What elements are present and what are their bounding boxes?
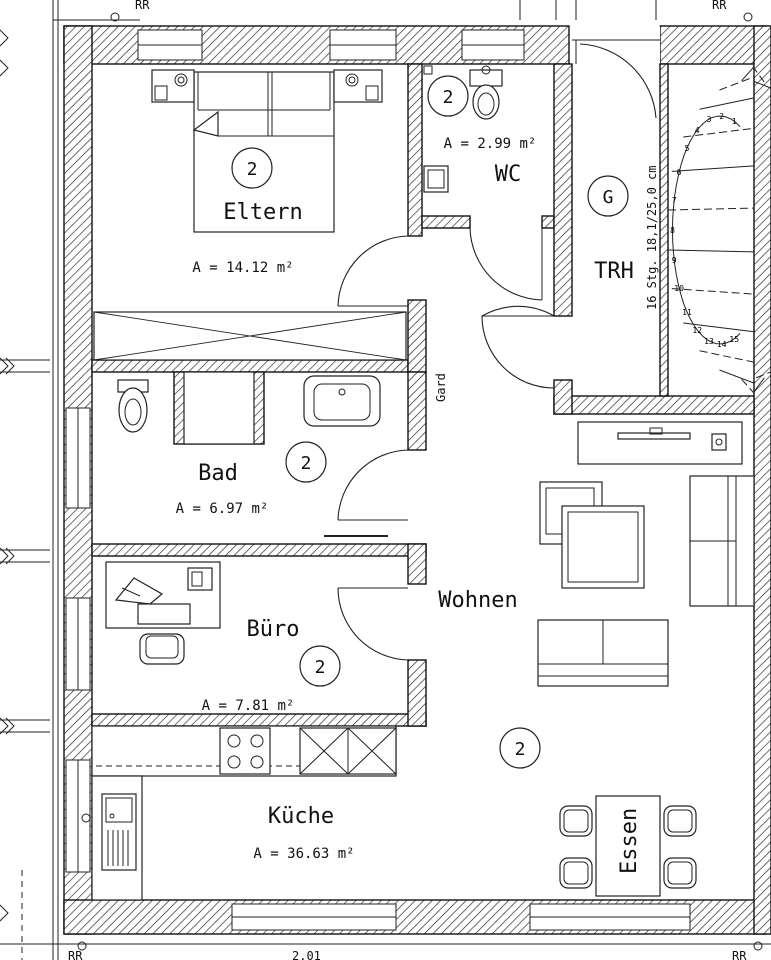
- room-name-wc: WC: [495, 162, 522, 187]
- chair-icon: [663, 857, 697, 889]
- stair-tread: [667, 249, 755, 253]
- stair-number: 14: [717, 340, 727, 349]
- room-name-kueche: Küche: [268, 804, 334, 829]
- level-wohnen: 2: [515, 739, 526, 760]
- stair-tread: [719, 76, 755, 91]
- stair-number: 9: [672, 256, 677, 265]
- sink-icon: [101, 793, 137, 871]
- stair-tread: [753, 68, 765, 83]
- stair-tread: [667, 207, 755, 211]
- stair-number: 3: [707, 115, 712, 124]
- stair-number: 10: [674, 284, 684, 293]
- buero-furniture: [105, 561, 221, 665]
- room-name-bad: Bad: [198, 461, 238, 486]
- stove-icon: [219, 727, 271, 775]
- doors: [324, 40, 657, 661]
- level-marker-bad: [285, 441, 327, 483]
- rr-label-bottom-right: RR: [732, 949, 747, 960]
- level-eltern: 2: [247, 159, 258, 180]
- stair-tread: [719, 369, 755, 384]
- essen-furniture: [559, 795, 697, 897]
- level-trh: G: [603, 187, 614, 208]
- stair-note: 16 Stg. 18,1/25,0 cm: [645, 166, 659, 311]
- room-name-trh: TRH: [594, 259, 634, 284]
- room-name-buero: Büro: [247, 617, 300, 642]
- room-area-kueche: A = 36.63 m²: [253, 846, 354, 862]
- stair-number: 1: [732, 117, 737, 126]
- stair-tread: [699, 97, 755, 110]
- stair-number: 13: [704, 337, 714, 346]
- sink-icon: [303, 375, 381, 427]
- stair-number: 5: [685, 144, 690, 153]
- interior-walls: [91, 63, 755, 727]
- bad-furniture: [117, 371, 381, 445]
- level-marker-wc: [427, 75, 469, 117]
- stair-number: 4: [695, 126, 700, 135]
- rr-label-bottom-left: RR: [68, 949, 83, 960]
- table-icon: [595, 795, 661, 897]
- level-wc: 2: [443, 87, 454, 108]
- stair-number: 8: [670, 226, 675, 235]
- stair-number: 6: [677, 168, 682, 177]
- kueche-furniture: [81, 725, 397, 901]
- toilet-icon: [469, 69, 503, 87]
- stair-tread: [753, 377, 765, 392]
- room-name-wohnen: Wohnen: [438, 588, 517, 613]
- stair-tread: [741, 378, 755, 394]
- stair-number: 2: [719, 112, 724, 121]
- stair-number: 12: [692, 326, 702, 335]
- rr-label-top-left: RR: [135, 0, 150, 12]
- chair-icon: [663, 805, 697, 837]
- wohnen-furniture: [537, 421, 755, 687]
- stair-tread: [671, 288, 755, 295]
- room-area-wc: A = 2.99 m²: [444, 136, 537, 152]
- room-name-eltern: Eltern: [223, 200, 302, 225]
- room-area-eltern: A = 14.12 m²: [192, 260, 293, 276]
- stair-tread: [671, 165, 755, 172]
- stair-tread: [753, 371, 771, 380]
- stair-tread: [753, 80, 771, 89]
- level-marker-eltern: [231, 147, 273, 189]
- stair-tread: [699, 350, 755, 363]
- phone-icon: [187, 567, 213, 591]
- room-area-bad: A = 6.97 m²: [176, 501, 269, 517]
- level-buero: 2: [315, 657, 326, 678]
- level-marker-wohnen: [499, 727, 541, 769]
- wc-furniture: [423, 65, 503, 193]
- rr-label-top-right: RR: [712, 0, 727, 12]
- stair-number: 7: [672, 196, 677, 205]
- chair-icon: [559, 805, 593, 837]
- level-bad: 2: [301, 453, 312, 474]
- stair-tread: [741, 66, 755, 82]
- level-marker-buero: [299, 645, 341, 687]
- stair-number: 15: [729, 335, 739, 344]
- room-area-buero: A = 7.81 m²: [202, 698, 295, 714]
- chair-icon: [559, 857, 593, 889]
- room-name-essen: Essen: [617, 808, 642, 874]
- gard-label: Gard: [434, 373, 448, 402]
- chair-icon: [139, 633, 185, 665]
- outer-walls: [63, 25, 771, 935]
- stair-tread: [683, 322, 755, 333]
- dimension-label: 2.01: [292, 949, 321, 960]
- level-marker-trh: [587, 175, 629, 217]
- stair-number: 11: [682, 308, 692, 317]
